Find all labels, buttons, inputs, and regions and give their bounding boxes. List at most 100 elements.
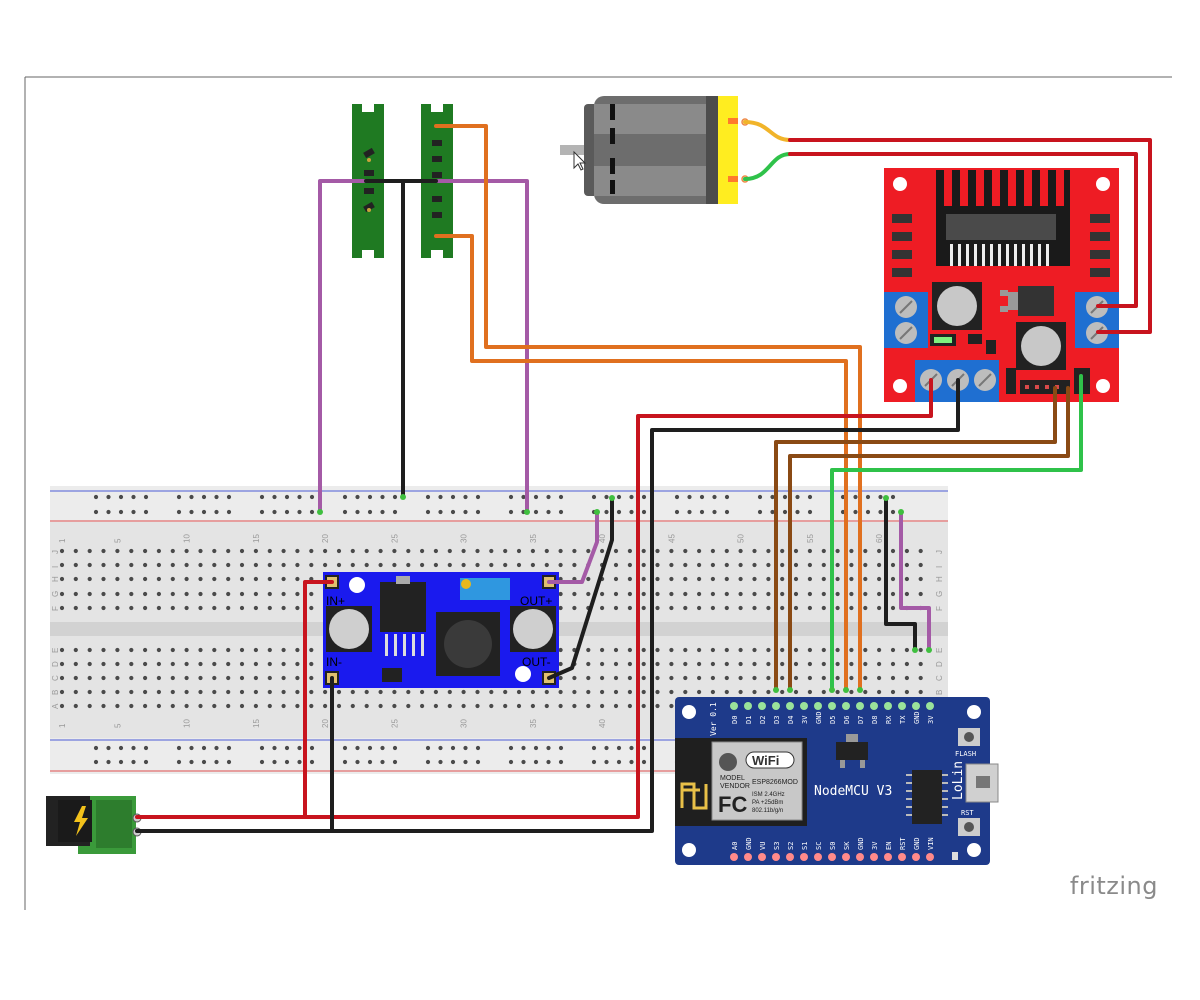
breadboard-hole bbox=[475, 548, 480, 554]
breadboard-hole bbox=[378, 548, 383, 554]
breadboard-hole bbox=[184, 703, 189, 709]
breadboard-rail-hole bbox=[604, 494, 609, 500]
breadboard-rail-hole bbox=[214, 509, 219, 515]
breadboard-hole bbox=[766, 661, 771, 667]
breadboard-hole bbox=[87, 591, 92, 597]
breadboard-row-letter: F bbox=[935, 606, 944, 611]
breadboard-hole bbox=[572, 548, 577, 554]
breadboard-hole bbox=[73, 605, 78, 611]
breadboard-hole bbox=[683, 576, 688, 582]
breadboard-hole bbox=[683, 689, 688, 695]
breadboard-hole bbox=[600, 689, 605, 695]
breadboard-rail-hole bbox=[475, 759, 481, 765]
breadboard-hole bbox=[267, 661, 272, 667]
breadboard-hole bbox=[724, 661, 729, 667]
breadboard-hole bbox=[697, 591, 702, 597]
buck-converter-lm2596: IN+ IN- OUT+ OUT- bbox=[323, 572, 559, 688]
breadboard-hole bbox=[461, 562, 466, 568]
breadboard-hole bbox=[586, 689, 591, 695]
breadboard-rail-hole bbox=[259, 759, 265, 765]
breadboard-hole bbox=[641, 689, 646, 695]
breadboard-hole bbox=[835, 661, 840, 667]
breadboard-hole bbox=[309, 562, 314, 568]
breadboard-hole bbox=[890, 675, 896, 681]
breadboard-hole bbox=[198, 591, 203, 597]
breadboard-hole bbox=[586, 591, 591, 597]
breadboard-rail-hole bbox=[533, 494, 539, 500]
breadboard-rail-hole bbox=[546, 509, 551, 515]
breadboard-hole bbox=[586, 675, 591, 681]
breadboard-hole bbox=[239, 689, 245, 695]
breadboard-hole bbox=[59, 605, 65, 611]
nodemcu-pin bbox=[730, 702, 738, 710]
breadboard-hole bbox=[198, 605, 203, 611]
breadboard-hole bbox=[433, 562, 438, 568]
breadboard-rail-hole bbox=[795, 509, 800, 515]
nodemcu-pin-label: 3V bbox=[871, 841, 879, 850]
breadboard-rail-hole bbox=[309, 509, 315, 515]
breadboard-column-number: 30 bbox=[460, 534, 469, 543]
breadboard-hole bbox=[156, 576, 161, 582]
nodemcu-version-label: Ver 0.1 bbox=[709, 702, 718, 736]
breadboard-rail-hole bbox=[297, 759, 302, 765]
breadboard-rail-hole bbox=[890, 494, 896, 500]
breadboard-hole bbox=[73, 689, 78, 695]
breadboard-hole bbox=[198, 675, 203, 681]
breadboard-column-number: 15 bbox=[252, 534, 261, 543]
breadboard-rail-hole bbox=[699, 509, 705, 515]
breadboard-hole bbox=[890, 591, 896, 597]
breadboard-hole bbox=[253, 605, 258, 611]
breadboard-row-letter: B bbox=[935, 690, 944, 695]
breadboard-hole bbox=[697, 675, 702, 681]
breadboard-hole bbox=[350, 689, 355, 695]
breadboard-hole bbox=[558, 605, 563, 611]
breadboard-hole bbox=[489, 548, 494, 554]
breadboard-hole bbox=[669, 689, 674, 695]
nodemcu-pin bbox=[772, 702, 780, 710]
breadboard-rail-hole bbox=[558, 745, 564, 751]
breadboard-hole bbox=[115, 661, 120, 667]
breadboard-rail-hole bbox=[131, 494, 136, 500]
breadboard-rail-hole bbox=[521, 494, 526, 500]
breadboard-hole bbox=[793, 689, 799, 695]
nodemcu-pin bbox=[786, 702, 794, 710]
nodemcu-pin bbox=[772, 853, 780, 861]
breadboard-hole bbox=[198, 647, 203, 653]
breadboard-hole bbox=[724, 605, 729, 611]
breadboard-hole bbox=[281, 647, 286, 653]
breadboard-hole bbox=[752, 591, 757, 597]
breadboard-hole bbox=[516, 562, 522, 568]
breadboard-hole bbox=[918, 576, 923, 582]
breadboard-hole bbox=[87, 689, 92, 695]
breadboard-hole bbox=[336, 562, 342, 568]
breadboard-rail-hole bbox=[226, 494, 232, 500]
breadboard-hole bbox=[738, 562, 743, 568]
breadboard-rail-hole bbox=[757, 494, 763, 500]
breadboard-column-number: 5 bbox=[113, 538, 122, 543]
breadboard-hole bbox=[184, 661, 189, 667]
breadboard-rail-hole bbox=[118, 509, 124, 515]
breadboard-hole bbox=[613, 703, 619, 709]
nodemcu-pin bbox=[898, 853, 906, 861]
breadboard-hole bbox=[600, 548, 605, 554]
breadboard-hole bbox=[226, 675, 231, 681]
breadboard-rail-hole bbox=[259, 509, 265, 515]
breadboard-hole bbox=[101, 647, 106, 653]
breadboard-rail-hole bbox=[226, 745, 232, 751]
breadboard-rail-hole bbox=[475, 509, 481, 515]
breadboard-holes bbox=[59, 494, 923, 765]
breadboard-hole bbox=[129, 661, 134, 667]
breadboard-hole bbox=[87, 576, 92, 582]
breadboard-hole bbox=[184, 576, 189, 582]
breadboard-hole bbox=[752, 605, 757, 611]
breadboard-hole bbox=[821, 591, 826, 597]
breadboard-hole bbox=[239, 647, 245, 653]
breadboard-hole bbox=[697, 661, 702, 667]
breadboard-rail-hole bbox=[176, 759, 182, 765]
breadboard-rail-hole bbox=[724, 509, 730, 515]
breadboard-hole bbox=[530, 703, 536, 709]
breadboard-rail-hole bbox=[380, 494, 385, 500]
breadboard-hole bbox=[156, 703, 161, 709]
breadboard-rail-hole bbox=[629, 745, 634, 751]
